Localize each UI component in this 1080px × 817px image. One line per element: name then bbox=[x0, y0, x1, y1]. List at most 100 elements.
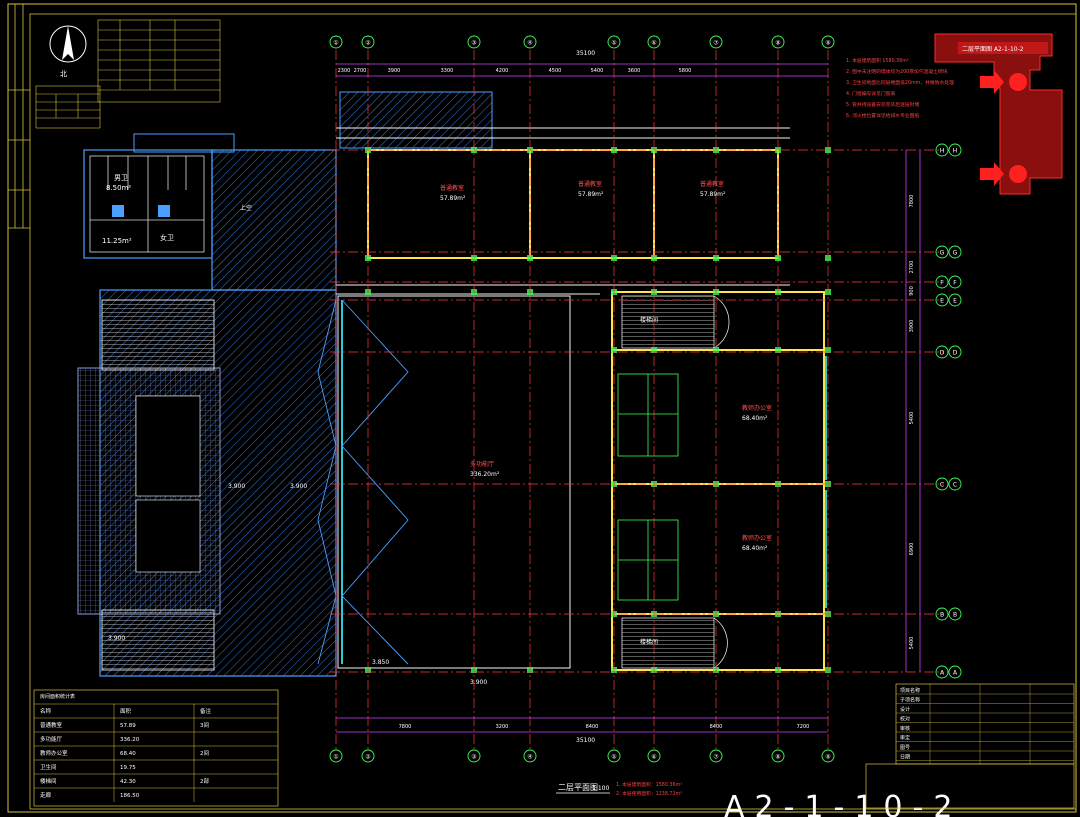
table-cell: 2部 bbox=[200, 777, 209, 785]
axis-label: ⑨ bbox=[825, 40, 830, 47]
table-cell: 教师办公室 bbox=[40, 749, 68, 757]
table-cell: 面积 bbox=[120, 708, 132, 715]
axis-label: ⑧ bbox=[775, 754, 780, 761]
note-line: 1. 本层建筑面积 1580.36m² bbox=[846, 57, 909, 64]
axis-bubble: ⑨ bbox=[821, 35, 835, 49]
info-table-left bbox=[35, 85, 101, 129]
note-line: 6. 消火栓位置详见给排水专业图纸 bbox=[846, 112, 919, 119]
axis-bubble: ④ bbox=[523, 749, 537, 763]
north-label: 北 bbox=[60, 70, 67, 78]
dimension-text: 5400 bbox=[591, 68, 604, 74]
title-block-label: 图号 bbox=[900, 745, 910, 751]
title-block-label: 审定 bbox=[900, 735, 910, 742]
axis-label: ③ bbox=[471, 754, 476, 761]
axis-label: H bbox=[940, 148, 945, 155]
axis-bubble: ① bbox=[329, 35, 343, 49]
room-table-title: 房间面积统计表 bbox=[40, 693, 75, 700]
dimension-text: 5800 bbox=[679, 68, 692, 74]
axis-bubble: ⑥ bbox=[647, 749, 661, 763]
table-cell: 57.89 bbox=[120, 723, 136, 729]
key-plan-label: 二层平面图 A2-1-10-2 bbox=[962, 46, 1024, 53]
axis-label: ④ bbox=[527, 754, 532, 761]
left-margin-strip bbox=[8, 4, 30, 229]
elevation-mark: 3.900 bbox=[290, 483, 307, 490]
room-label-hall: 多功能厅 bbox=[470, 460, 494, 468]
axis-label: ⑦ bbox=[713, 754, 719, 761]
key-plan: 二层平面图 A2-1-10-2 bbox=[934, 33, 1063, 195]
column bbox=[651, 347, 657, 353]
axis-bubble: C bbox=[948, 477, 962, 491]
table-cell: 42.30 bbox=[120, 779, 136, 785]
axis-bubble: ⑧ bbox=[771, 749, 785, 763]
left-wing bbox=[77, 133, 337, 677]
room-label-classroom-2: 普通教室 bbox=[578, 180, 602, 188]
axis-bubble: ③ bbox=[467, 35, 481, 49]
axis-label: C bbox=[940, 482, 944, 489]
column bbox=[713, 347, 719, 353]
table-cell: 走廊 bbox=[40, 791, 52, 799]
axis-label: E bbox=[953, 298, 957, 305]
axis-label: D bbox=[953, 350, 958, 357]
axis-bubble: E bbox=[935, 293, 949, 307]
axis-label: E bbox=[940, 298, 944, 305]
axis-bubble: G bbox=[948, 245, 962, 259]
axis-bubble: F bbox=[935, 275, 949, 289]
room-label-office-2: 教师办公室 bbox=[742, 534, 772, 542]
table-cell: 19.75 bbox=[120, 765, 136, 771]
axis-bubble: ② bbox=[361, 749, 375, 763]
sheet-number: A2-1-10-2 bbox=[724, 790, 962, 817]
axis-label: ⑧ bbox=[775, 40, 780, 47]
axis-bubble: ⑤ bbox=[607, 749, 621, 763]
note-line: 2. 图中未注明的墙体均为200厚加气混凝土砌块 bbox=[846, 68, 948, 75]
axis-label: ② bbox=[365, 40, 371, 47]
axis-label: G bbox=[940, 250, 945, 257]
room-area-office-2: 68.40m² bbox=[742, 545, 768, 552]
axis-bubble: ⑧ bbox=[771, 35, 785, 49]
room-label-toilet-f: 女卫 bbox=[160, 233, 174, 242]
table-cell: 楼梯间 bbox=[40, 777, 57, 785]
axis-bubble: G bbox=[935, 245, 949, 259]
room-area-classroom-2: 57.89m² bbox=[578, 191, 604, 198]
table-cell: 186.50 bbox=[120, 793, 140, 799]
table-cell: 3间 bbox=[200, 721, 209, 729]
north-void bbox=[339, 91, 493, 149]
window-strips bbox=[341, 300, 827, 664]
legend-line: 1. 本层建筑面积：1580.36m² bbox=[616, 781, 682, 788]
axis-label: G bbox=[953, 250, 958, 257]
room-label-office-1: 教师办公室 bbox=[742, 404, 772, 412]
room-label-atrium: 上空 bbox=[240, 204, 252, 212]
axis-label: ② bbox=[365, 754, 371, 761]
axis-bubble: A bbox=[948, 665, 962, 679]
axis-label: ① bbox=[333, 40, 338, 47]
dimension-text: 900 bbox=[909, 286, 915, 296]
axis-bubble: ④ bbox=[523, 35, 537, 49]
dimension-text: 7200 bbox=[797, 724, 810, 730]
dimension-text: 3600 bbox=[628, 68, 641, 74]
table-cell: 336.20 bbox=[120, 737, 140, 743]
axis-bubble: ⑦ bbox=[709, 35, 723, 49]
axis-bubble: D bbox=[935, 345, 949, 359]
axis-label: B bbox=[940, 612, 944, 619]
sheet-title: 二层平面图 bbox=[558, 783, 598, 792]
table-cell: 备注 bbox=[200, 707, 212, 715]
axis-label: A bbox=[940, 670, 945, 677]
room-label-toilet-m: 男卫 bbox=[114, 174, 128, 182]
axis-label: ⑦ bbox=[713, 40, 719, 47]
title-block-label: 日期 bbox=[900, 755, 910, 761]
axis-label: ③ bbox=[471, 40, 476, 47]
axis-bubble: A bbox=[935, 665, 949, 679]
dimension-text: 2700 bbox=[354, 68, 367, 74]
north-arrow: 北 bbox=[49, 25, 87, 78]
dimension-text: 7800 bbox=[399, 724, 412, 730]
axis-bubble: ① bbox=[329, 749, 343, 763]
table-cell: 卫生间 bbox=[40, 763, 57, 771]
axis-label: A bbox=[953, 670, 958, 677]
room-area-classroom-3: 57.89m² bbox=[700, 191, 726, 198]
note-line: 3. 卫生间地面比同层楼面低20mm，并做防水处理 bbox=[846, 79, 954, 86]
dimension-text: 3200 bbox=[496, 724, 509, 730]
